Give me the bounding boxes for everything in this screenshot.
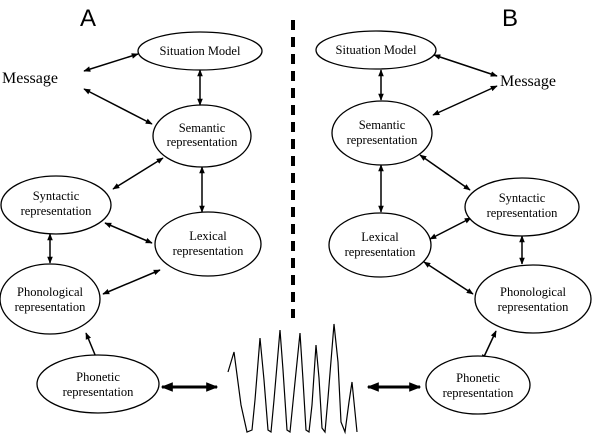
edge-message-semantic-a — [83, 88, 153, 125]
edge-semantic-syntactic-b — [419, 154, 471, 191]
edge-lexical-phonological-a — [102, 269, 161, 295]
semantic-label-line1: Semantic — [359, 118, 406, 132]
phonetic-label-line2: representation — [443, 386, 515, 400]
speech-waveform — [227, 323, 358, 435]
phonetic-label-line1: Phonetic — [76, 370, 120, 384]
phonetic-label-line2: representation — [63, 385, 135, 399]
phonological-label-line2: representation — [498, 300, 570, 314]
syntactic-label-line2: representation — [21, 204, 93, 218]
phonological-label-line1: Phonological — [17, 285, 83, 299]
syntactic-node-a: Syntactic representation — [0, 175, 112, 235]
semantic-label-line2: representation — [347, 133, 419, 147]
edge-semantic-message-b — [432, 85, 498, 116]
semantic-node-b: Semantic representation — [331, 100, 433, 166]
lexical-node-b: Lexical representation — [328, 212, 432, 278]
phonetic-node-b: Phonetic representation — [425, 355, 531, 415]
phonological-label-line1: Phonological — [500, 285, 566, 299]
syntactic-label-line1: Syntactic — [33, 189, 80, 203]
message-label-a: Message — [2, 70, 58, 87]
lexical-label-line2: representation — [345, 245, 417, 259]
lexical-label-line2: representation — [173, 244, 245, 258]
panel-b: B Message Situation Model Semantic repre… — [315, 5, 592, 415]
situation-model-label: Situation Model — [336, 43, 417, 57]
phonological-node-a: Phonological representation — [0, 263, 101, 335]
panel-a: A Message Situation Model Semantic repre… — [0, 5, 263, 414]
lexical-label-line1: Lexical — [361, 230, 399, 244]
syntactic-node-b: Syntactic representation — [464, 177, 580, 237]
phonological-label-line2: representation — [15, 300, 87, 314]
situation-model-label: Situation Model — [160, 44, 241, 58]
panel-a-label: A — [80, 5, 96, 32]
syntactic-label-line1: Syntactic — [499, 191, 546, 205]
edge-lexical-phonological-b — [423, 261, 474, 295]
edge-syntactic-lexical-a — [104, 222, 153, 244]
edge-semantic-syntactic-a — [112, 157, 164, 190]
panel-b-label: B — [502, 5, 518, 32]
syntactic-label-line2: representation — [487, 206, 559, 220]
semantic-label-line2: representation — [167, 135, 239, 149]
semantic-node-a: Semantic representation — [152, 104, 252, 168]
edge-situation-message-b — [433, 54, 498, 77]
phonological-node-b: Phonological representation — [474, 264, 592, 334]
phonetic-label-line1: Phonetic — [456, 371, 500, 385]
lexical-node-a: Lexical representation — [154, 211, 262, 277]
semantic-label-line1: Semantic — [179, 121, 226, 135]
edge-message-situation-a — [83, 53, 139, 72]
situation-model-node-a: Situation Model — [137, 31, 263, 71]
situation-model-node-b: Situation Model — [315, 30, 437, 70]
edge-lexical-syntactic-b — [429, 217, 472, 240]
phonetic-node-a: Phonetic representation — [36, 354, 160, 414]
lexical-label-line1: Lexical — [189, 229, 227, 243]
message-label-b: Message — [500, 73, 556, 90]
